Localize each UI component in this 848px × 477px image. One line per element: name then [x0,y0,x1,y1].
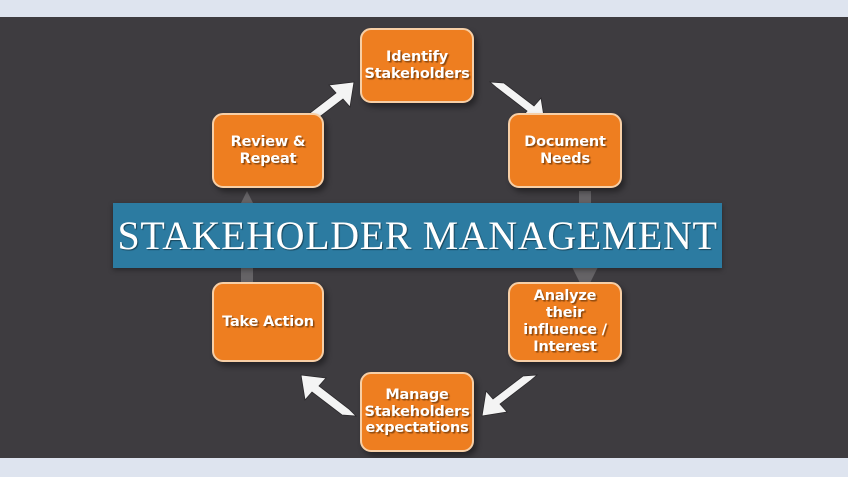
title-banner: STAKEHOLDER MANAGEMENT [113,203,722,268]
node-label: Analyze their influence / Interest [523,288,607,355]
arrow-manage-to-take [300,374,358,417]
node-label: Document Needs [524,133,606,167]
node-take-action[interactable]: Take Action [212,282,324,362]
node-label: Identify Stakeholders [364,48,470,82]
node-manage-stakeholders-expectations[interactable]: Manage Stakeholders expectations [360,372,474,452]
node-analyze-influence-interest[interactable]: Analyze their influence / Interest [508,282,622,362]
node-document-needs[interactable]: Document Needs [508,113,622,188]
node-label: Review & Repeat [230,133,306,167]
node-review-and-repeat[interactable]: Review & Repeat [212,113,324,188]
diagram-stage: STAKEHOLDER MANAGEMENT Identify Stake [0,17,848,458]
page-title: STAKEHOLDER MANAGEMENT [117,213,718,258]
top-margin-band [0,0,848,17]
node-label: Take Action [222,313,314,330]
arrow-analyze-to-manage [481,374,539,417]
bottom-margin-band [0,458,848,477]
node-identify-stakeholders[interactable]: Identify Stakeholders [360,28,474,103]
node-label: Manage Stakeholders expectations [364,386,470,437]
